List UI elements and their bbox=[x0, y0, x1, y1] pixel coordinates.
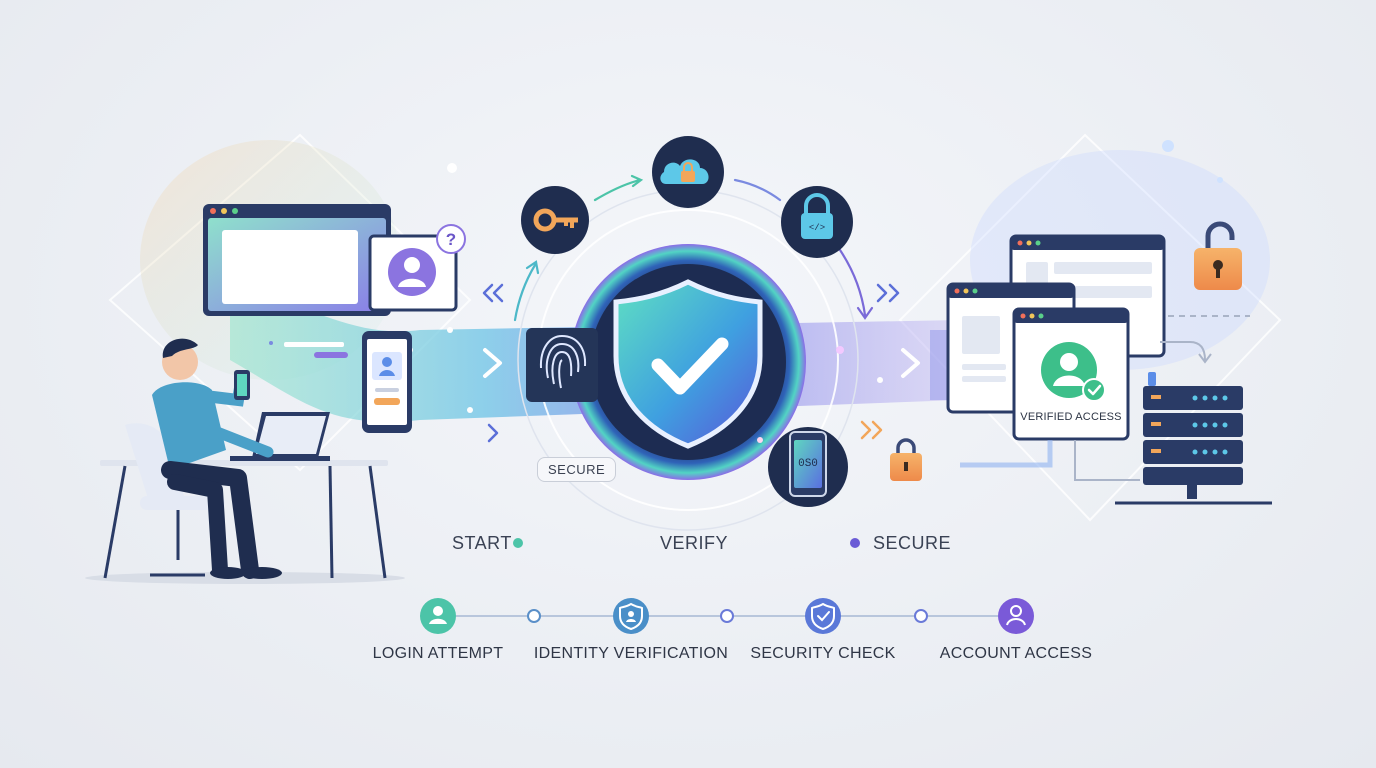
secure-tag: SECURE bbox=[537, 457, 617, 482]
small-chevrons bbox=[482, 283, 900, 443]
verified-access-label: VERIFIED ACCESS bbox=[1020, 411, 1122, 423]
key-icon bbox=[521, 186, 589, 254]
browser-window-left bbox=[203, 204, 391, 316]
shield-icon bbox=[613, 279, 763, 449]
mobile-login-phone bbox=[362, 331, 412, 433]
profile-card bbox=[368, 234, 458, 312]
step-icon-login bbox=[420, 598, 456, 634]
stage-start-label: START bbox=[452, 533, 512, 553]
svg-text:?: ? bbox=[446, 230, 456, 249]
orange-chevrons bbox=[860, 420, 883, 440]
fingerprint-icon bbox=[526, 328, 598, 402]
step-login-attempt-label: LOGIN ATTEMPT bbox=[372, 645, 504, 662]
step-icon-account bbox=[998, 598, 1034, 634]
stage-verify-label: VERIFY bbox=[660, 533, 729, 553]
svg-text:</>: </> bbox=[809, 223, 825, 233]
form-lines bbox=[269, 341, 348, 358]
orbit-arrows bbox=[513, 174, 874, 322]
otp-phone-icon bbox=[768, 427, 848, 507]
step-account-access-label: ACCOUNT ACCESS bbox=[939, 645, 1093, 662]
steps-timeline bbox=[456, 609, 998, 623]
small-padlock-icon bbox=[890, 438, 922, 481]
code-lock-icon: </> bbox=[781, 186, 853, 258]
phone-code-label: 0S0 bbox=[798, 458, 818, 470]
stage-connectors bbox=[513, 538, 860, 548]
check-icon bbox=[651, 337, 729, 395]
server-connectors bbox=[960, 315, 1250, 481]
person-illustration bbox=[85, 338, 405, 584]
step-identity-verification-label: IDENTITY VERIFICATION bbox=[533, 645, 729, 662]
step-icon-security bbox=[805, 598, 841, 634]
server-icon bbox=[1115, 372, 1272, 505]
cloud-lock-icon bbox=[652, 136, 724, 208]
step-security-check-label: SECURITY CHECK bbox=[750, 645, 896, 662]
stage-secure-label: SECURE bbox=[873, 533, 952, 553]
step-icon-identity bbox=[613, 598, 649, 634]
verified-access-card bbox=[1012, 307, 1130, 441]
question-icon: ? bbox=[436, 224, 466, 254]
flow-chevrons bbox=[483, 348, 920, 378]
unlocked-padlock-icon bbox=[1194, 221, 1242, 290]
